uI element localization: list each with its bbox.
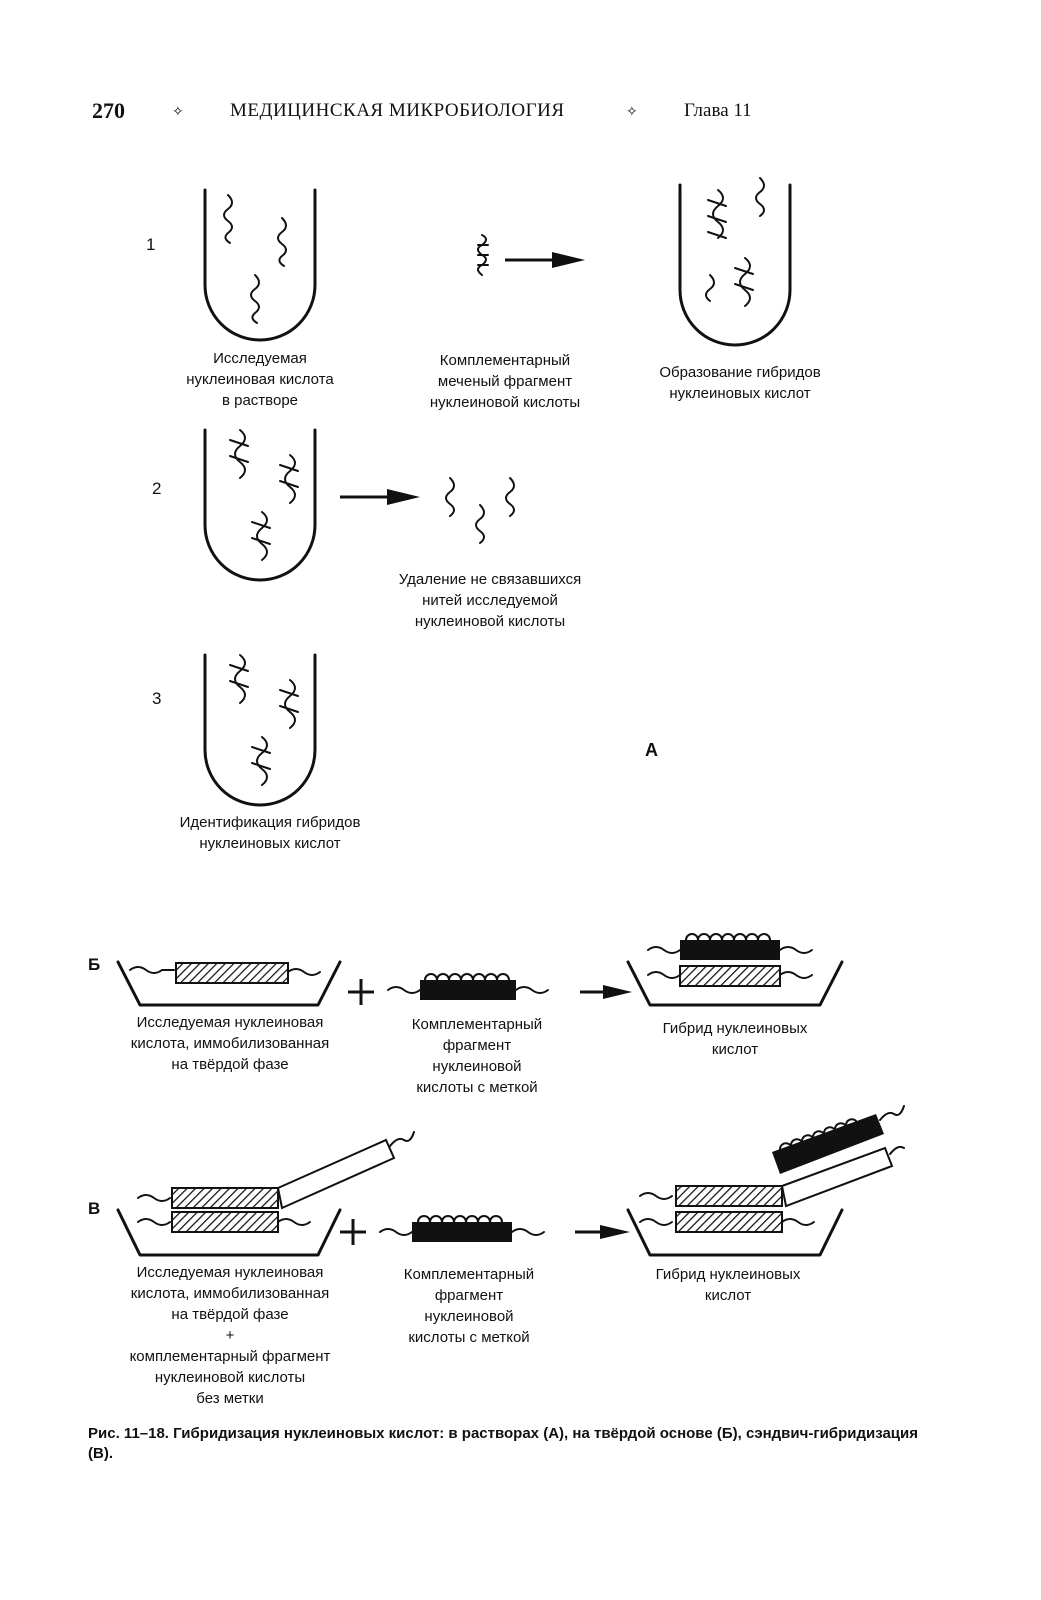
plus-icon [340,1219,366,1245]
labeled-fragment-icon [477,234,489,276]
tube-1-left [203,188,317,342]
separator-icon: ✧ [626,105,638,120]
tray-v-left [116,1131,415,1257]
caption-hybrid: Гибрид нуклеиновых кислот [662,1020,808,1058]
step-number: 3 [152,689,162,708]
step-number: 2 [152,479,162,498]
labeled-probe-icon [379,1215,545,1242]
labeled-probe-icon [387,973,549,1000]
tube-1-right [678,177,792,347]
caption-hybrid-formation: Образование гибридов нуклеиновых кислот [659,364,821,402]
arrow-right-icon [505,252,585,268]
caption-labeled-fragment: Комплементарный меченый фрагмент нуклеин… [429,352,581,411]
tray-b-right [626,933,844,1007]
page-number: 270 [92,98,125,123]
tray-v-right [626,1105,905,1257]
page-header: 270 ✧ МЕДИЦИНСКАЯ МИКРОБИОЛОГИЯ ✧ Глава … [0,98,1041,128]
panel-label-v: В [88,1199,101,1218]
unbound-strands-icon [445,477,515,544]
step-number: 1 [146,235,156,254]
caption-hybrid: Гибрид нуклеиновых кислот [655,1266,801,1304]
caption-immobilized-sandwich: Исследуемая нуклеиновая кислота, иммобил… [129,1264,331,1407]
plus-icon [348,979,374,1005]
panel-label-a: А [645,740,658,760]
chapter-label: Глава 11 [684,100,752,121]
arrow-right-icon [575,1225,630,1239]
caption-labeled-fragment: Комплементарный фрагмент нуклеиновой кис… [411,1016,543,1096]
caption-identification: Идентификация гибридов нуклеиновых кисло… [179,814,361,852]
arrow-right-icon [340,489,420,505]
tray-b-left [116,960,342,1007]
separator-icon: ✧ [172,105,184,120]
running-title: МЕДИЦИНСКАЯ МИКРОБИОЛОГИЯ [230,100,565,121]
figure-caption: Рис. 11–18. Гибридизация нуклеиновых кис… [88,1425,918,1462]
caption-immobilized-acid: Исследуемая нуклеиновая кислота, иммобил… [130,1014,330,1073]
caption-test-nucleic-acid: Исследуемая нуклеиновая кислота в раство… [186,350,334,409]
caption-labeled-fragment: Комплементарный фрагмент нуклеиновой кис… [403,1266,535,1346]
arrow-right-icon [580,985,632,999]
caption-removal: Удаление не связавшихся нитей исследуемо… [398,571,582,630]
panel-label-b: Б [88,955,101,974]
tube-3 [203,653,317,807]
tube-2 [203,428,317,582]
